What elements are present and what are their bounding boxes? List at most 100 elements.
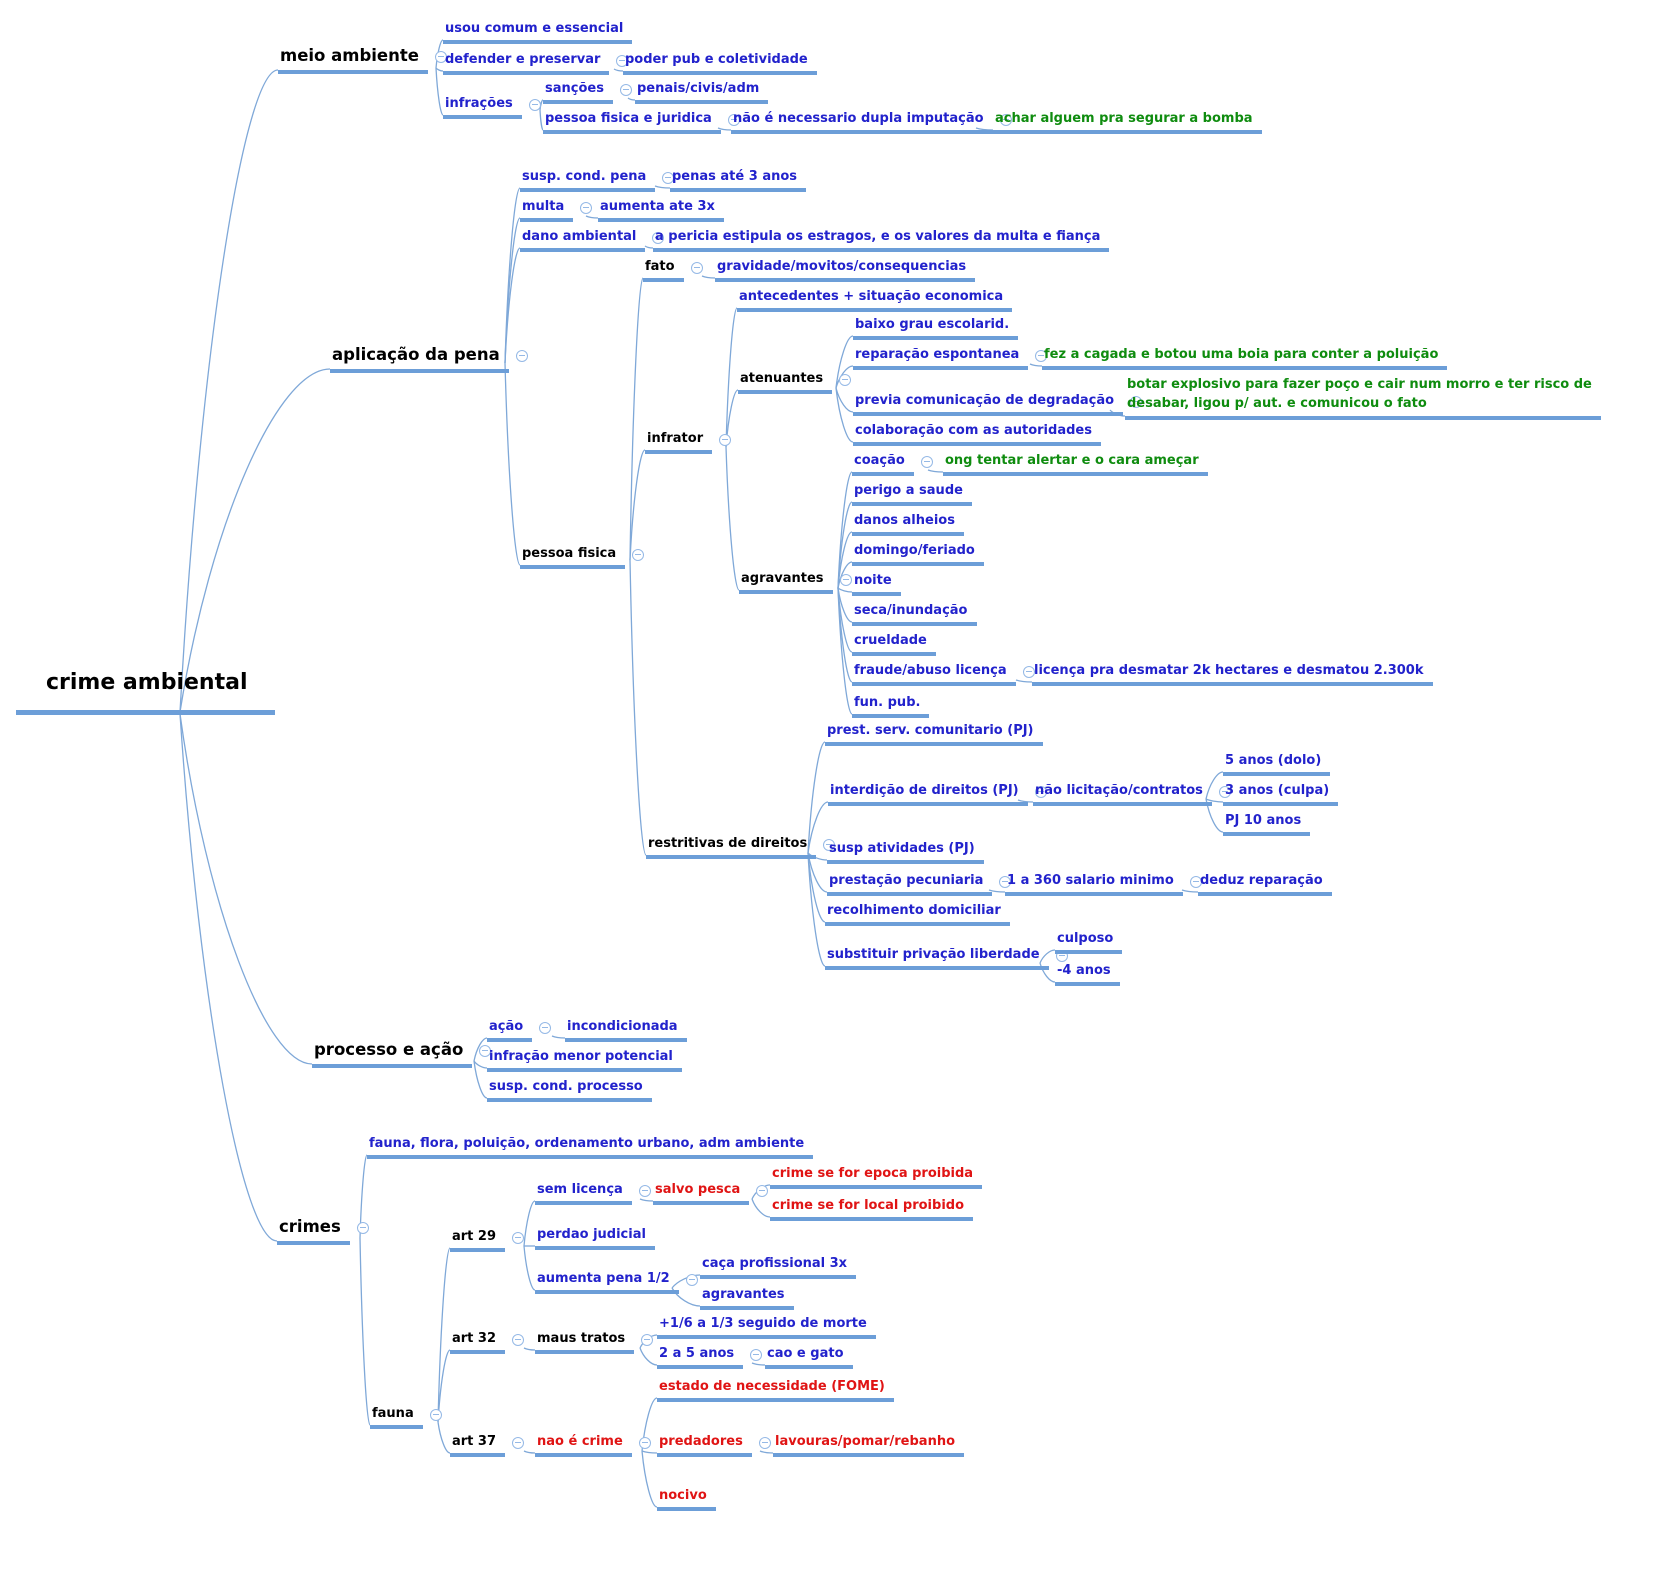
node-processo-e-acao[interactable]: processo e ação (312, 1040, 492, 1068)
node-crimes[interactable]: crimes (277, 1217, 369, 1245)
node-deduz-reparacao[interactable]: deduz reparação (1198, 873, 1332, 896)
fold-icon[interactable] (619, 84, 632, 96)
node-infracao-menor[interactable]: infração menor potencial (487, 1049, 682, 1072)
fold-icon[interactable] (641, 1334, 654, 1346)
node-infracoes[interactable]: infrações (443, 96, 541, 119)
node-penas-ate-3-anos[interactable]: penas até 3 anos (670, 169, 807, 192)
node-penais-civis-adm[interactable]: penais/civis/adm (635, 81, 769, 104)
fold-icon[interactable] (515, 350, 528, 362)
node-prest-serv-comunitario[interactable]: prest. serv. comunitario (PJ) (825, 723, 1043, 746)
node-agravantes[interactable]: agravantes (739, 571, 852, 594)
fold-icon[interactable] (1022, 666, 1035, 678)
node-acao[interactable]: ação (487, 1019, 552, 1042)
node-pessoa-fisica[interactable]: pessoa fisica (520, 546, 645, 569)
node-boia-poluicao[interactable]: fez a cagada e botou uma boia para conte… (1042, 347, 1448, 370)
node-3-anos-culpa[interactable]: 3 anos (culpa) (1223, 783, 1339, 806)
node-aumenta-pena-meio[interactable]: aumenta pena 1/2 (535, 1271, 698, 1294)
node-segurar-bomba[interactable]: achar alguem pra segurar a bomba (993, 111, 1262, 134)
node-salario-minimo[interactable]: 1 a 360 salario minimo (1005, 873, 1202, 896)
fold-icon[interactable] (920, 456, 933, 468)
node-dupla-imputacao[interactable]: não é necessario dupla imputação (731, 111, 1012, 134)
fold-icon[interactable] (632, 549, 645, 561)
node-meio-ambiente[interactable]: meio ambiente (278, 46, 447, 74)
node-defender-preservar[interactable]: defender e preservar (443, 52, 629, 75)
fold-icon[interactable] (1034, 786, 1047, 798)
fold-icon[interactable] (662, 172, 675, 184)
node-nocivo[interactable]: nocivo (657, 1488, 716, 1511)
node-multa[interactable]: multa (520, 199, 593, 222)
fold-icon[interactable] (750, 1349, 763, 1361)
node-danos-alheios[interactable]: danos alheios (852, 513, 964, 536)
node-crime-local-proibido[interactable]: crime se for local proibido (770, 1198, 974, 1221)
fold-icon[interactable] (638, 1437, 651, 1449)
node-crime-ambiental[interactable]: crime ambiental (16, 668, 276, 715)
node-perigo-saude[interactable]: perigo a saude (852, 483, 972, 506)
fold-icon[interactable] (528, 99, 541, 111)
node-incondicionada[interactable]: incondicionada (565, 1019, 687, 1042)
fold-icon[interactable] (434, 51, 447, 63)
fold-icon[interactable] (512, 1232, 525, 1244)
fold-icon[interactable] (839, 374, 852, 386)
fold-icon[interactable] (638, 1185, 651, 1197)
node-susp-cond-processo[interactable]: susp. cond. processo (487, 1079, 652, 1102)
fold-icon[interactable] (690, 262, 703, 274)
node-gravidade[interactable]: gravidade/movitos/consequencias (715, 259, 976, 282)
node-fauna[interactable]: fauna (370, 1406, 442, 1429)
node-domingo-feriado[interactable]: domingo/feriado (852, 543, 984, 566)
node-infrator[interactable]: infrator (645, 431, 732, 454)
node-coacao[interactable]: coação (852, 453, 933, 476)
fold-icon[interactable] (512, 1334, 525, 1346)
fold-icon[interactable] (1130, 396, 1143, 408)
node-susp-cond-pena[interactable]: susp. cond. pena (520, 169, 675, 192)
fold-icon[interactable] (999, 876, 1012, 888)
node-reparacao-espontanea[interactable]: reparação espontanea (853, 347, 1048, 370)
node-colaboracao[interactable]: colaboração com as autoridades (853, 423, 1101, 446)
node-baixo-grau[interactable]: baixo grau escolarid. (853, 317, 1019, 340)
node-seca-inundacao[interactable]: seca/inundação (852, 603, 977, 626)
node-nao-e-crime[interactable]: nao é crime (535, 1434, 651, 1457)
node-crime-epoca-proibida[interactable]: crime se for epoca proibida (770, 1166, 983, 1189)
node-predadores[interactable]: predadores (657, 1434, 771, 1457)
fold-icon[interactable] (823, 839, 836, 851)
fold-icon[interactable] (652, 232, 665, 244)
fold-icon[interactable] (1189, 876, 1202, 888)
node-fato[interactable]: fato (643, 259, 703, 282)
node-sem-licenca[interactable]: sem licença (535, 1182, 651, 1205)
node-aplicacao-da-pena[interactable]: aplicação da pena (330, 345, 528, 373)
node-atenuantes[interactable]: atenuantes (738, 371, 852, 394)
node-art-37[interactable]: art 37 (450, 1434, 525, 1457)
node-fauna-flora-poluicao[interactable]: fauna, flora, poluição, ordenamento urba… (367, 1136, 814, 1159)
node-pericia[interactable]: a pericia estipula os estragos, e os val… (653, 229, 1110, 252)
fold-icon[interactable] (580, 202, 593, 214)
fold-icon[interactable] (999, 114, 1012, 126)
fold-icon[interactable] (727, 114, 740, 126)
node-explosivo-nota[interactable]: botar explosivo para fazer poço e cair n… (1125, 375, 1601, 420)
fold-icon[interactable] (1035, 350, 1048, 362)
fold-icon[interactable] (512, 1437, 525, 1449)
fold-icon[interactable] (756, 1185, 769, 1197)
node-perdao-judicial[interactable]: perdao judicial (535, 1227, 655, 1250)
node-substituir-privacao[interactable]: substituir privação liberdade (825, 947, 1068, 970)
node-estado-necessidade[interactable]: estado de necessidade (FOME) (657, 1379, 894, 1402)
node-caca-profissional[interactable]: caça profissional 3x (700, 1256, 857, 1279)
fold-icon[interactable] (356, 1222, 369, 1234)
node-ong-alerta[interactable]: ong tentar alertar e o cara ameçar (943, 453, 1208, 476)
node-noite[interactable]: noite (852, 573, 901, 596)
fold-icon[interactable] (685, 1274, 698, 1286)
node-cao-e-gato[interactable]: cao e gato (765, 1346, 853, 1369)
node-nao-licitacao[interactable]: não licitação/contratos (1033, 783, 1231, 806)
fold-icon[interactable] (429, 1409, 442, 1421)
node-maus-tratos[interactable]: maus tratos (535, 1331, 654, 1354)
node-dano-ambiental[interactable]: dano ambiental (520, 229, 665, 252)
node-aumenta-ate-3x[interactable]: aumenta ate 3x (598, 199, 724, 222)
fold-icon[interactable] (719, 434, 732, 446)
node-menos-4-anos[interactable]: -4 anos (1055, 963, 1120, 986)
node-recolhimento-domiciliar[interactable]: recolhimento domiciliar (825, 903, 1010, 926)
node-sancoes[interactable]: sanções (543, 81, 632, 104)
node-art-29[interactable]: art 29 (450, 1229, 525, 1252)
node-salvo-pesca[interactable]: salvo pesca (653, 1182, 769, 1205)
node-5-anos-dolo[interactable]: 5 anos (dolo) (1223, 753, 1331, 776)
node-2-a-5-anos[interactable]: 2 a 5 anos (657, 1346, 763, 1369)
node-restritivas-direitos[interactable]: restritivas de direitos (646, 836, 836, 859)
node-poder-pub[interactable]: poder pub e coletividade (623, 52, 817, 75)
